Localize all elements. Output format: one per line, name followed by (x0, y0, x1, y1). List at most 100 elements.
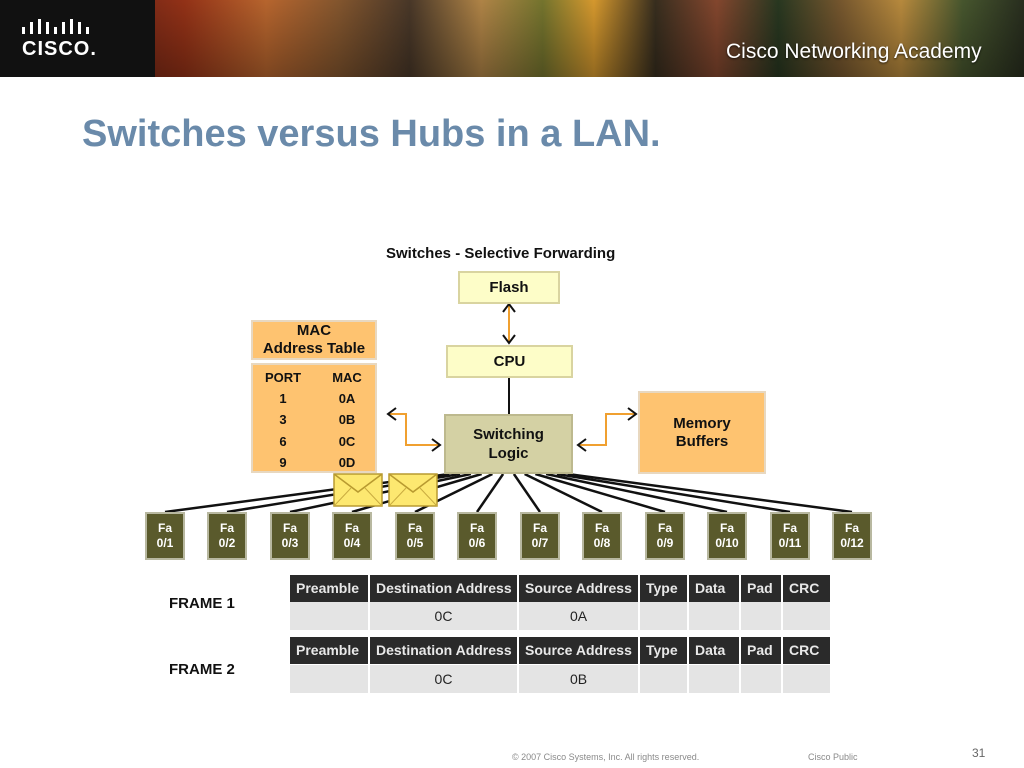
table-cell: 0C (370, 602, 519, 630)
mac-cell: 0B (338, 412, 356, 427)
port-number: 0/10 (715, 536, 739, 550)
port-type: Fa (657, 521, 672, 535)
mac-cell: 0C (338, 434, 356, 449)
column-header-pad: Pad (741, 575, 783, 602)
port-cell: 1 (279, 391, 287, 406)
table-cell (741, 665, 783, 693)
table-cell (640, 602, 689, 630)
cisco-logo-text: CISCO. (22, 38, 97, 60)
switching-logic-line1: Switching (473, 426, 544, 443)
table-cell (689, 602, 741, 630)
table-cell (783, 665, 830, 693)
diagram-title: Switches - Selective Forwarding (386, 245, 616, 262)
copyright-text: © 2007 Cisco Systems, Inc. All rights re… (512, 752, 700, 762)
envelope-icon (388, 473, 438, 507)
table-cell: 0C (370, 665, 519, 693)
switching-logic-box: Switching Logic (444, 414, 573, 474)
port-type: Fa (469, 521, 484, 535)
port-type: Fa (782, 521, 797, 535)
table-cell (689, 665, 741, 693)
port-number: 0/9 (656, 536, 674, 550)
column-header-source: Source Address (519, 637, 640, 664)
cpu-box: CPU (446, 345, 573, 378)
arrow-right-icon (627, 407, 638, 421)
port-number: 0/12 (840, 536, 864, 550)
flash-box: Flash (458, 271, 560, 304)
table-row: 1 0A (253, 391, 375, 411)
port-link-line (512, 473, 542, 513)
table-row: 3 0B (253, 412, 375, 432)
switching-logic-line2: Logic (488, 445, 529, 462)
mac-table-title: MAC Address Table (251, 320, 377, 360)
cisco-bars-icon (22, 19, 89, 34)
classification-text: Cisco Public (808, 752, 858, 762)
port-number: 0/4 (343, 536, 361, 550)
mac-address-table: PORT MAC 1 0A 3 0B 6 0C 9 0D (251, 363, 377, 473)
column-header-destination: Destination Address (370, 637, 519, 664)
table-cell (640, 665, 689, 693)
port-link-line (535, 472, 666, 514)
mac-table-header: PORT MAC (253, 370, 375, 390)
port-number: 0/3 (281, 536, 299, 550)
port-link-line (524, 472, 603, 514)
logic-memory-link (578, 413, 636, 446)
memory-buffers-line2: Buffers (675, 432, 729, 450)
table-cell (741, 602, 783, 630)
column-header-data: Data (689, 575, 741, 602)
column-header-crc: CRC (783, 575, 830, 602)
port-type: Fa (219, 521, 234, 535)
port-number: 0/5 (406, 536, 424, 550)
port-number: 0/6 (468, 536, 486, 550)
column-header-port: PORT (264, 370, 302, 385)
port-link-line (475, 473, 505, 513)
port-type: Fa (407, 521, 422, 535)
column-header-crc: CRC (783, 637, 830, 664)
memory-buffers-box: Memory Buffers (638, 391, 766, 474)
mac-cell: 0A (338, 391, 356, 406)
port-cell: 6 (279, 434, 287, 449)
port-type: Fa (157, 521, 172, 535)
memory-buffers-line1: Memory (673, 414, 731, 432)
column-header-mac: MAC (332, 370, 362, 385)
table-cell: 0A (519, 602, 640, 630)
academy-name: Cisco Networking Academy (726, 40, 982, 63)
port-number: 0/7 (531, 536, 549, 550)
arrow-left-icon (386, 407, 397, 421)
table-cell: 0B (519, 665, 640, 693)
mac-table-title-line2: Address Table (262, 340, 366, 357)
frame2-label: FRAME 2 (169, 661, 235, 678)
port-number: 0/1 (156, 536, 174, 550)
mac-table-title-line1: MAC (296, 322, 332, 339)
column-header-preamble: Preamble (290, 575, 370, 602)
mac-logic-link (388, 413, 440, 446)
port-type: Fa (719, 521, 734, 535)
column-header-destination: Destination Address (370, 575, 519, 602)
port-cell: 9 (279, 455, 287, 470)
column-header-source: Source Address (519, 575, 640, 602)
frame1-label: FRAME 1 (169, 595, 235, 612)
arrow-down-icon (502, 334, 516, 345)
column-header-preamble: Preamble (290, 637, 370, 664)
port-number: 0/11 (778, 536, 802, 550)
port-type: Fa (532, 521, 547, 535)
table-cell (783, 602, 830, 630)
column-header-pad: Pad (741, 637, 783, 664)
column-header-type: Type (640, 575, 689, 602)
column-header-type: Type (640, 637, 689, 664)
port-type: Fa (282, 521, 297, 535)
column-header-data: Data (689, 637, 741, 664)
port-number: 0/2 (218, 536, 236, 550)
table-row: 9 0D (253, 455, 375, 475)
table-cell (290, 665, 370, 693)
port-type: Fa (594, 521, 609, 535)
